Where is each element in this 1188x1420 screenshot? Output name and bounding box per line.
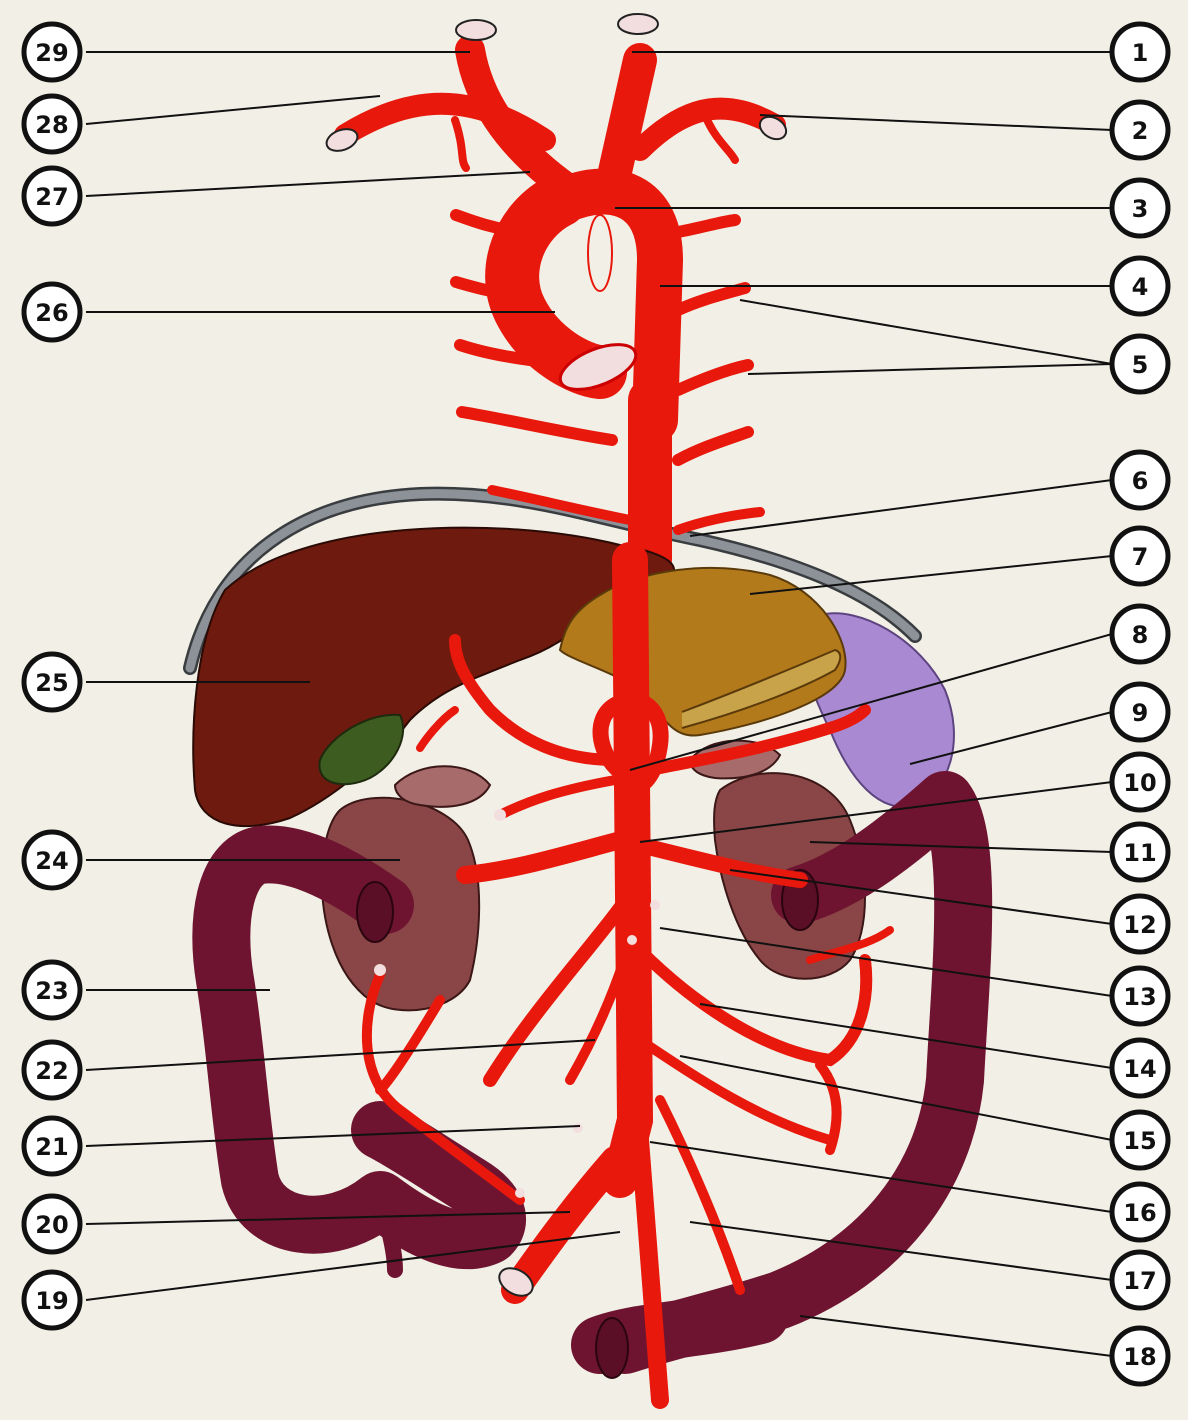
callout-10: 10 (1112, 754, 1168, 810)
callout-label: 22 (35, 1057, 68, 1085)
callout-label: 1 (1132, 39, 1149, 67)
callout-11: 11 (1112, 824, 1168, 880)
right-adrenal (395, 766, 490, 807)
callout-15: 15 (1112, 1112, 1168, 1168)
callout-label: 14 (1123, 1055, 1156, 1083)
callout-19: 19 (24, 1272, 80, 1328)
callout-21: 21 (24, 1118, 80, 1174)
callout-label: 11 (1123, 839, 1156, 867)
left-callouts: 29 28 27 26 25 24 23 22 21 20 19 (24, 24, 80, 1328)
callout-24: 24 (24, 832, 80, 888)
callout-label: 13 (1123, 983, 1156, 1011)
callout-label: 5 (1132, 351, 1149, 379)
callout-label: 25 (35, 669, 68, 697)
callout-6: 6 (1112, 452, 1168, 508)
callout-label: 12 (1123, 911, 1156, 939)
callout-2: 2 (1112, 102, 1168, 158)
callout-13: 13 (1112, 968, 1168, 1024)
callout-25: 25 (24, 654, 80, 710)
callout-label: 23 (35, 977, 68, 1005)
callout-17: 17 (1112, 1252, 1168, 1308)
callout-label: 19 (35, 1287, 68, 1315)
callout-8: 8 (1112, 606, 1168, 662)
callout-14: 14 (1112, 1040, 1168, 1096)
callout-label: 17 (1123, 1267, 1156, 1295)
callout-29: 29 (24, 24, 80, 80)
callout-7: 7 (1112, 528, 1168, 584)
callout-27: 27 (24, 168, 80, 224)
callout-20: 20 (24, 1196, 80, 1252)
callout-1: 1 (1112, 24, 1168, 80)
callout-5: 5 (1112, 336, 1168, 392)
callout-label: 7 (1132, 543, 1149, 571)
callout-4: 4 (1112, 258, 1168, 314)
callout-label: 27 (35, 183, 68, 211)
callout-label: 16 (1123, 1199, 1156, 1227)
callout-label: 9 (1132, 699, 1149, 727)
callout-26: 26 (24, 284, 80, 340)
thoracic-aorta (345, 50, 775, 560)
callout-label: 8 (1132, 621, 1149, 649)
callout-28: 28 (24, 96, 80, 152)
callout-12: 12 (1112, 896, 1168, 952)
callout-18: 18 (1112, 1328, 1168, 1384)
callout-label: 24 (35, 847, 68, 875)
callout-label: 4 (1132, 273, 1149, 301)
callout-label: 29 (35, 39, 68, 67)
callout-label: 3 (1132, 195, 1149, 223)
callout-label: 21 (35, 1133, 68, 1161)
callout-label: 28 (35, 111, 68, 139)
callout-23: 23 (24, 962, 80, 1018)
callout-label: 15 (1123, 1127, 1156, 1155)
callout-label: 20 (35, 1211, 68, 1239)
callout-label: 2 (1132, 117, 1149, 145)
callout-label: 18 (1123, 1343, 1156, 1371)
callout-label: 10 (1123, 769, 1156, 797)
callout-22: 22 (24, 1042, 80, 1098)
callout-label: 26 (35, 299, 68, 327)
callout-3: 3 (1112, 180, 1168, 236)
callout-16: 16 (1112, 1184, 1168, 1240)
callout-9: 9 (1112, 684, 1168, 740)
callout-label: 6 (1132, 467, 1149, 495)
